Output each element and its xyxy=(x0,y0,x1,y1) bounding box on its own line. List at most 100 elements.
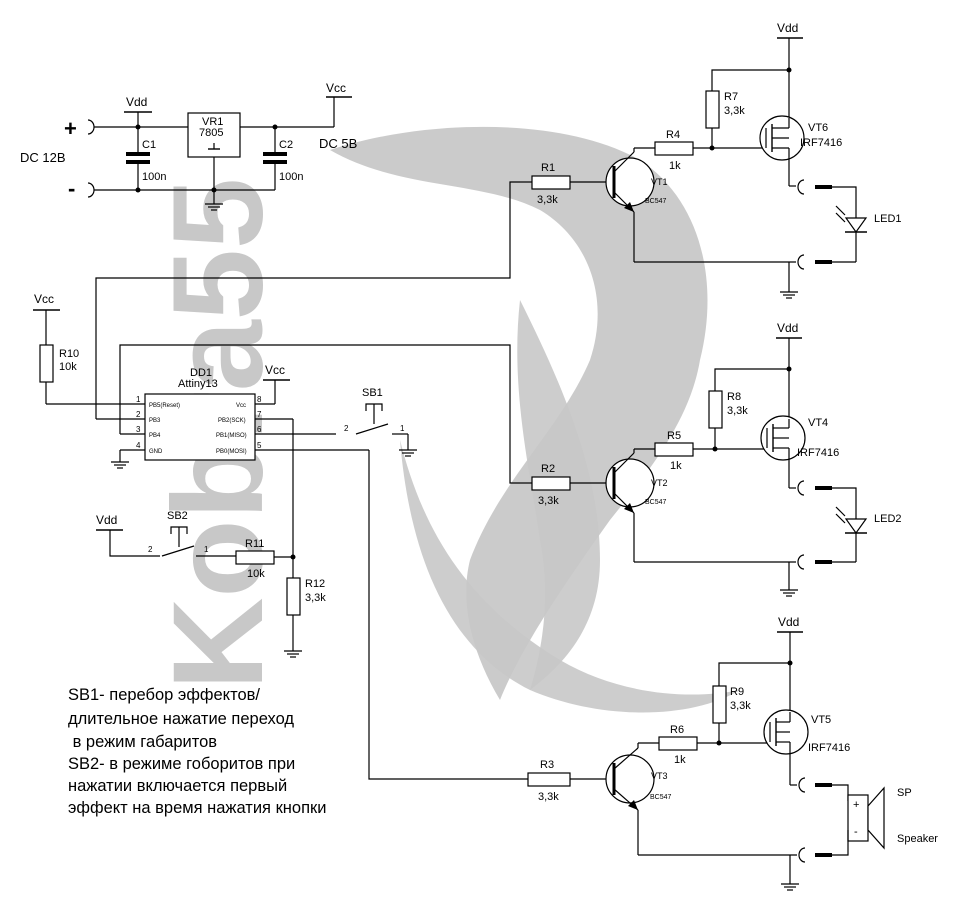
svg-text:+: + xyxy=(853,799,859,811)
vr1-value: 7805 xyxy=(199,127,223,139)
dd1-part: Attiny13 xyxy=(178,378,218,390)
r10-ref: R10 xyxy=(59,348,79,360)
svg-text:2: 2 xyxy=(344,424,349,433)
mcu-pin-3: 3 PB4 xyxy=(120,425,161,439)
vr1-ref: VR1 xyxy=(202,116,223,128)
svg-text:1: 1 xyxy=(400,424,405,433)
watermark-logo-tail xyxy=(400,440,740,713)
svg-text:1: 1 xyxy=(136,395,141,404)
vt2-ref: VT2 xyxy=(651,478,668,488)
svg-text:5: 5 xyxy=(257,441,262,450)
r5-ref: R5 xyxy=(667,430,681,442)
svg-text:Vcc: Vcc xyxy=(236,403,246,409)
note-line-5: нажатии включается первый xyxy=(68,777,287,795)
r7-ref: R7 xyxy=(724,91,738,103)
r1-ref: R1 xyxy=(541,162,555,174)
svg-text:PB1(MISO): PB1(MISO) xyxy=(216,433,247,439)
r5-value: 1k xyxy=(670,460,682,472)
note-line-1: SB1- перебор эффектов/ xyxy=(68,686,260,704)
minus-sign: - xyxy=(68,176,75,201)
r1-value: 3,3k xyxy=(537,194,558,206)
svg-text:8: 8 xyxy=(257,395,262,404)
note-line-4: SB2- в режиме гоборитов при xyxy=(68,755,295,773)
vdd-label-sb2: Vdd xyxy=(96,513,117,527)
r8-ref: R8 xyxy=(727,391,741,403)
vt4-ref: VT4 xyxy=(808,417,828,429)
c2-ref: C2 xyxy=(279,139,293,151)
watermark-logo-shape xyxy=(330,126,708,701)
vt3-ref: VT3 xyxy=(651,771,668,781)
r2-value: 3,3k xyxy=(538,495,559,507)
sb1-ref: SB1 xyxy=(362,387,383,399)
r7-value: 3,3k xyxy=(724,105,745,117)
svg-text:-: - xyxy=(854,826,858,838)
channel-1: R1 3,3k VT1 BC547 R4 1k R7 3,3k Vdd VT6 xyxy=(520,21,902,299)
dd1-ref: DD1 xyxy=(190,367,212,379)
svg-text:GND: GND xyxy=(149,449,163,455)
svg-text:2: 2 xyxy=(148,545,153,554)
r9-ref: R9 xyxy=(730,686,744,698)
svg-text:PB0(MOSI): PB0(MOSI) xyxy=(216,449,247,455)
r9-value: 3,3k xyxy=(730,700,751,712)
mcu-pin-1: 1 PB5(Reset) xyxy=(136,395,180,409)
svg-text:4: 4 xyxy=(136,441,141,450)
vt3-part: BC547 xyxy=(650,794,672,801)
vt5-ref: VT5 xyxy=(811,714,831,726)
c2-value: 100n xyxy=(279,171,303,183)
r6-value: 1k xyxy=(674,754,686,766)
dc-out-label: DC 5В xyxy=(319,136,357,151)
vcc-label-power: Vcc xyxy=(326,81,346,95)
vt1-ref: VT1 xyxy=(651,177,668,187)
notes: SB1- перебор эффектов/ длительное нажати… xyxy=(68,686,326,817)
sb2-switch: Vdd 2 SB2 1 R11 10k R12 3,3k xyxy=(96,419,326,658)
vcc-label-r10: Vcc xyxy=(34,292,54,306)
r11-value: 10k xyxy=(247,568,265,580)
svg-text:PB5(Reset): PB5(Reset) xyxy=(149,403,180,409)
mcu-pin-5: 5 PB0(MOSI) xyxy=(216,441,369,455)
svg-text:6: 6 xyxy=(257,425,262,434)
r4-ref: R4 xyxy=(666,129,680,141)
r12-value: 3,3k xyxy=(305,592,326,604)
c1-ref: C1 xyxy=(142,139,156,151)
c1-value: 100n xyxy=(142,171,166,183)
watermark-logo-fang xyxy=(517,300,600,690)
r10-value: 10k xyxy=(59,361,77,373)
r11-ref: R11 xyxy=(245,538,264,550)
note-line-6: эффект на время нажатия кнопки xyxy=(68,799,326,817)
r2-ref: R2 xyxy=(541,463,555,475)
mcu-pin-8: 8 Vcc xyxy=(236,395,275,409)
mcu-section: Vcc R10 10k DD1 Attiny13 1 PB5(Reset) 2 … xyxy=(33,181,528,780)
power-section: + - DC 12В Vdd C1 100n VR1 7805 xyxy=(20,81,357,211)
r8-value: 3,3k xyxy=(727,405,748,417)
vdd-label-power: Vdd xyxy=(126,95,147,109)
vt5-part: IRF7416 xyxy=(808,742,850,754)
vcc-label-mcu: Vcc xyxy=(265,363,285,377)
vt4-part: IRF7416 xyxy=(797,447,839,459)
mcu-chip xyxy=(144,393,256,461)
vdd-label-ch2: Vdd xyxy=(777,321,798,335)
note-line-2: длительное нажатие переход xyxy=(68,710,294,728)
mcu-pin-4: 4 GND xyxy=(120,441,163,455)
sp-name: Speaker xyxy=(897,833,938,845)
plus-sign: + xyxy=(64,116,77,141)
vt1-part: BC547 xyxy=(645,198,667,205)
svg-text:7: 7 xyxy=(257,410,262,419)
vt2-part: BC547 xyxy=(645,499,667,506)
svg-text:PB3: PB3 xyxy=(149,418,161,424)
svg-text:1: 1 xyxy=(204,545,209,554)
dc-in-label: DC 12В xyxy=(20,150,66,165)
sp-ref: SP xyxy=(897,787,912,799)
vt6-part: IRF7416 xyxy=(800,137,842,149)
r4-value: 1k xyxy=(669,160,681,172)
mcu-pin-7: 7 PB2(SCK) xyxy=(218,410,293,424)
led1-label: LED1 xyxy=(874,213,902,225)
mcu-pin-6: 6 PB1(MISO) xyxy=(216,425,336,439)
svg-text:3: 3 xyxy=(136,425,141,434)
svg-text:PB2(SCK): PB2(SCK) xyxy=(218,418,246,424)
r3-value: 3,3k xyxy=(538,791,559,803)
sb2-ref: SB2 xyxy=(167,510,188,522)
r6-ref: R6 xyxy=(670,724,684,736)
channel-2: R2 3,3k VT2 BC547 R5 1k R8 3,3k Vdd VT4 xyxy=(520,321,902,597)
r12-ref: R12 xyxy=(305,578,325,590)
